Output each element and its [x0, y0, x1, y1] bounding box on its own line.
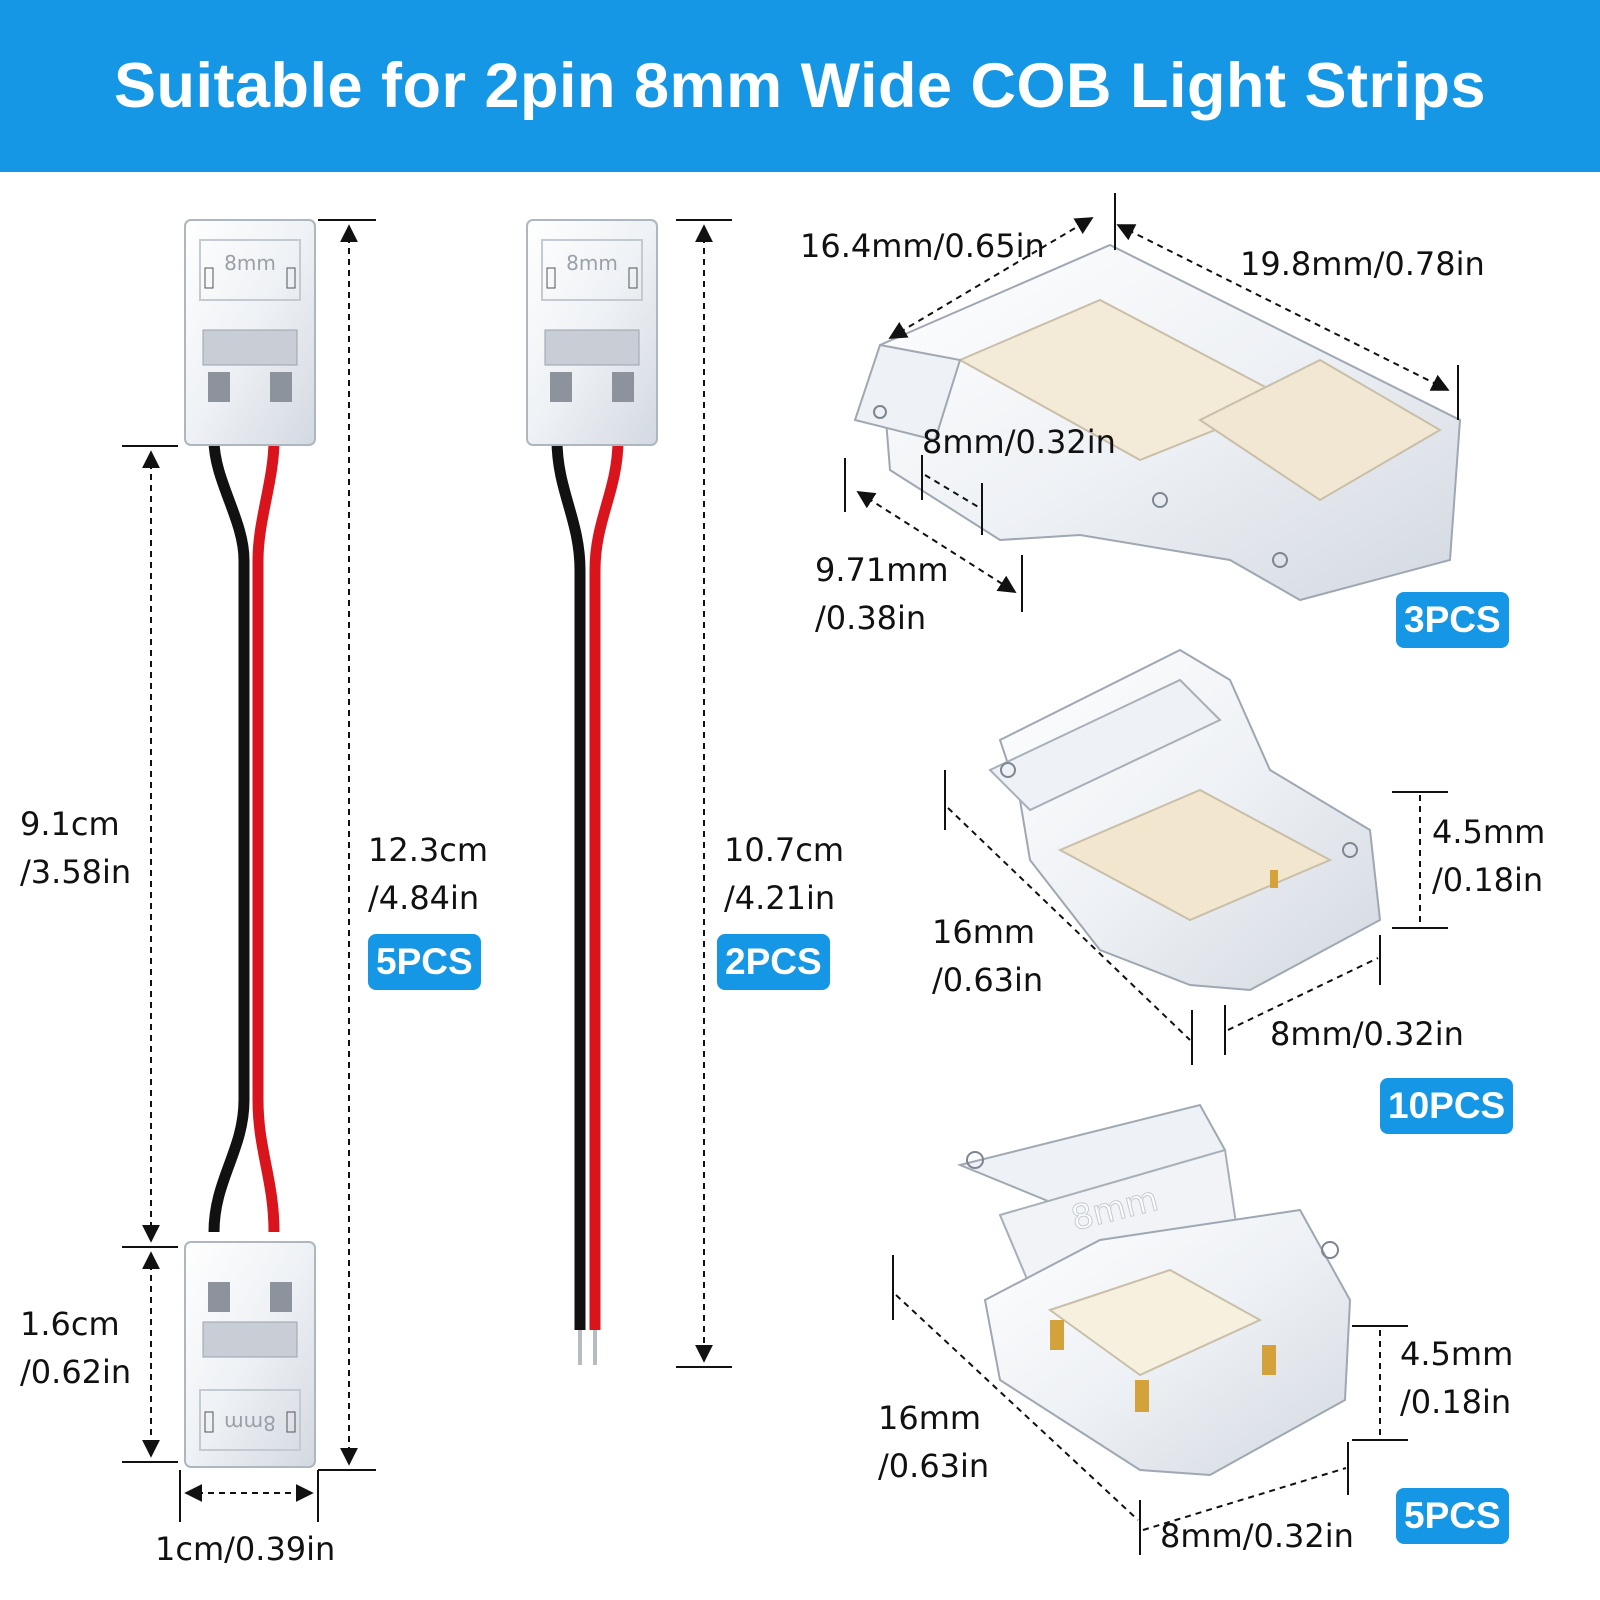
t-connector	[844, 193, 1462, 612]
middle-cable-dimensions	[676, 219, 732, 1368]
t-dim-height-mm: 9.71mm	[815, 551, 949, 589]
clip-width-label: 1cm/0.39in	[155, 1530, 336, 1568]
end-dim-height-label: 4.5mm /0.18in	[1400, 1330, 1513, 1426]
straight-connector-dimensions	[944, 770, 1448, 1065]
end-dim-length-mm: 16mm	[878, 1399, 982, 1437]
t-dim-left-label: 16.4mm/0.65in	[800, 227, 1045, 265]
middle-total-length-cm: 10.7cm	[724, 831, 845, 869]
left-total-length-label: 12.3cm /4.84in	[368, 826, 488, 922]
t-dim-right-label: 19.8mm/0.78in	[1240, 245, 1485, 283]
middle-total-length-in: /4.21in	[724, 879, 836, 917]
wire-length-cm: 9.1cm	[20, 805, 120, 843]
left-total-length-in: /4.84in	[368, 879, 480, 917]
clip-length-in: /0.62in	[20, 1353, 132, 1391]
end-dim-height-mm: 4.5mm	[1400, 1335, 1514, 1373]
clip-length-cm: 1.6cm	[20, 1305, 120, 1343]
top-clip: 8mm	[184, 219, 316, 446]
end-dim-height-in: /0.18in	[1400, 1383, 1512, 1421]
t-connector-dimensions	[844, 193, 1459, 612]
black-wire	[208, 439, 250, 1233]
end-dim-length-label: 16mm /0.63in	[878, 1394, 989, 1490]
red-wire	[252, 439, 280, 1233]
left-cable: 8mm 8mm	[122, 219, 376, 1522]
straight-connector	[944, 648, 1448, 1065]
end-connector-quantity-badge: 5PCS	[1396, 1488, 1509, 1544]
header-banner: Suitable for 2pin 8mm Wide COB Light Str…	[0, 0, 1600, 172]
wire-length-in: /3.58in	[20, 853, 132, 891]
straight-dim-height-in: /0.18in	[1432, 861, 1544, 899]
middle-total-length-label: 10.7cm /4.21in	[724, 826, 844, 922]
end-connector-dimensions	[892, 1255, 1408, 1555]
red-wire	[589, 439, 624, 1330]
straight-dim-length-in: /0.63in	[932, 961, 1044, 999]
straight-connector-quantity-badge: 10PCS	[1380, 1078, 1514, 1134]
straight-dim-height-mm: 4.5mm	[1432, 813, 1546, 851]
black-wire	[551, 439, 586, 1330]
single-clip: 8mm	[526, 219, 658, 446]
left-cable-dimensions	[122, 219, 376, 1522]
connector-marking-bottom: 8mm	[224, 1411, 276, 1435]
t-connector-quantity-badge: 3PCS	[1396, 592, 1509, 648]
straight-dim-length-mm: 16mm	[932, 913, 1036, 951]
middle-cable-quantity-badge: 2PCS	[717, 934, 830, 990]
left-cable-quantity-badge: 5PCS	[368, 934, 481, 990]
connector-marking: 8mm	[566, 251, 618, 275]
straight-dim-length-label: 16mm /0.63in	[932, 908, 1043, 1004]
bottom-clip: 8mm	[184, 1241, 316, 1468]
clip-length-label: 1.6cm /0.62in	[20, 1300, 131, 1396]
end-connector: 8mm	[892, 1103, 1408, 1555]
left-total-length-cm: 12.3cm	[368, 831, 489, 869]
straight-dim-width-label: 8mm/0.32in	[1270, 1015, 1464, 1053]
end-dim-length-in: /0.63in	[878, 1447, 990, 1485]
t-dim-inner-label: 8mm/0.32in	[922, 423, 1116, 461]
wire-length-label: 9.1cm /3.58in	[20, 800, 131, 896]
middle-cable: 8mm	[526, 219, 732, 1368]
straight-dim-height-label: 4.5mm /0.18in	[1432, 808, 1545, 904]
page-title: Suitable for 2pin 8mm Wide COB Light Str…	[113, 51, 1487, 121]
t-dim-height-label: 9.71mm /0.38in	[815, 546, 949, 642]
connector-marking: 8mm	[224, 251, 276, 275]
t-dim-height-in: /0.38in	[815, 599, 927, 637]
end-dim-width-label: 8mm/0.32in	[1160, 1517, 1354, 1555]
